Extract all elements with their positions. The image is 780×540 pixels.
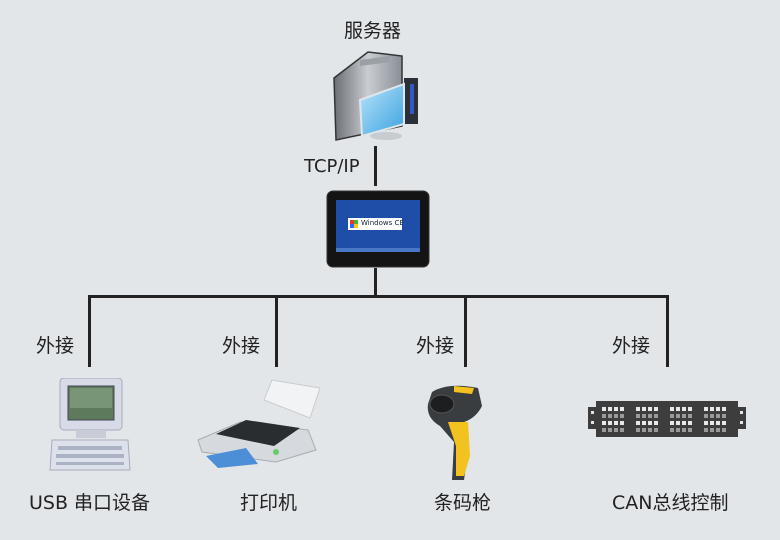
port-dot [676, 428, 680, 432]
port-dot [614, 407, 618, 411]
peripheral-label-can: CAN总线控制 [612, 492, 729, 514]
port-dot [614, 428, 618, 432]
port-dot [620, 414, 624, 418]
port-dot [682, 414, 686, 418]
port-dot [676, 414, 680, 418]
port-dot [722, 414, 726, 418]
port-dot [608, 428, 612, 432]
port-dot [602, 407, 606, 411]
port-dot [704, 414, 708, 418]
peripheral-label-printer: 打印机 [240, 492, 298, 514]
port-dot [642, 407, 646, 411]
bus-line [88, 295, 669, 298]
port-dot [614, 421, 618, 425]
printer-icon [196, 378, 321, 472]
port-dot [722, 407, 726, 411]
port-dot [670, 407, 674, 411]
port-dot [636, 428, 640, 432]
port-dot [636, 414, 640, 418]
tcpip-label: TCP/IP [304, 156, 360, 177]
port-dot [670, 414, 674, 418]
port-dot [654, 428, 658, 432]
port-dot [710, 428, 714, 432]
port-dot [602, 428, 606, 432]
port-dot [710, 414, 714, 418]
port-dot [620, 428, 624, 432]
server-icon [330, 48, 430, 144]
port-dot [704, 428, 708, 432]
port-dot [688, 421, 692, 425]
server-label: 服务器 [344, 20, 402, 42]
computer-icon [48, 377, 132, 474]
port-dot [654, 414, 658, 418]
port-dot [614, 414, 618, 418]
port-dot [704, 407, 708, 411]
port-dot [648, 407, 652, 411]
port-dot [620, 407, 624, 411]
port-dot [676, 421, 680, 425]
port-dot [648, 421, 652, 425]
port-dot [608, 414, 612, 418]
port-dot [716, 414, 720, 418]
port-dot [636, 407, 640, 411]
port-dot [602, 421, 606, 425]
terminal-bus-link [374, 268, 377, 296]
port-dot [682, 421, 686, 425]
drop-line-usb [88, 295, 91, 367]
connection-label-scanner: 外接 [416, 335, 455, 357]
connection-label-usb: 外接 [36, 335, 75, 357]
port-dot [620, 421, 624, 425]
port-dot [654, 421, 658, 425]
drop-line-can [666, 295, 669, 367]
port-dot [688, 428, 692, 432]
port-dot [642, 421, 646, 425]
port-dot [722, 428, 726, 432]
port-dot [642, 414, 646, 418]
port-dot [688, 407, 692, 411]
drop-line-scanner [464, 295, 467, 367]
port-dot [682, 407, 686, 411]
port-dot [716, 428, 720, 432]
port-dot [676, 407, 680, 411]
barcode-scanner-icon [424, 382, 486, 482]
connection-label-can: 外接 [612, 335, 651, 357]
peripheral-label-usb: USB 串口设备 [29, 492, 151, 514]
port-dot [642, 428, 646, 432]
port-dot [716, 407, 720, 411]
windows-ce-terminal-icon: Windows CE [326, 190, 430, 268]
port-dot [608, 421, 612, 425]
drop-line-printer [275, 295, 278, 367]
port-dot [716, 421, 720, 425]
port-dot [710, 407, 714, 411]
port-dot [654, 407, 658, 411]
port-dot [710, 421, 714, 425]
server-terminal-link [374, 146, 377, 186]
port-dot [648, 428, 652, 432]
port-dot [682, 428, 686, 432]
port-dot [670, 428, 674, 432]
port-dot [636, 421, 640, 425]
terminal-screen-text: Windows CE [361, 219, 404, 227]
port-dot [648, 414, 652, 418]
port-dot [602, 414, 606, 418]
port-dot [722, 421, 726, 425]
port-dot [688, 414, 692, 418]
connection-label-printer: 外接 [222, 335, 261, 357]
peripheral-label-scanner: 条码枪 [434, 492, 492, 514]
port-dot [670, 421, 674, 425]
can-bus-controller-icon [588, 401, 746, 439]
port-dot [704, 421, 708, 425]
port-dot [608, 407, 612, 411]
